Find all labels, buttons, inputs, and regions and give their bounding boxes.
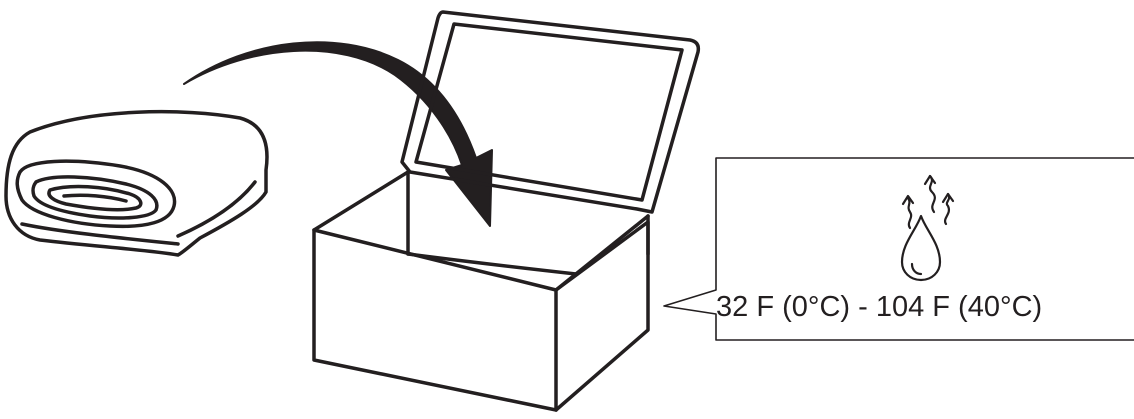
temperature-range-label: 32 F (0°C) - 104 F (40°C) bbox=[716, 290, 1134, 324]
curved-arrow-icon bbox=[184, 42, 492, 226]
folded-blanket-icon bbox=[6, 112, 267, 255]
open-lid-box-icon bbox=[314, 12, 698, 410]
water-drop-evaporation-icon bbox=[902, 176, 953, 280]
